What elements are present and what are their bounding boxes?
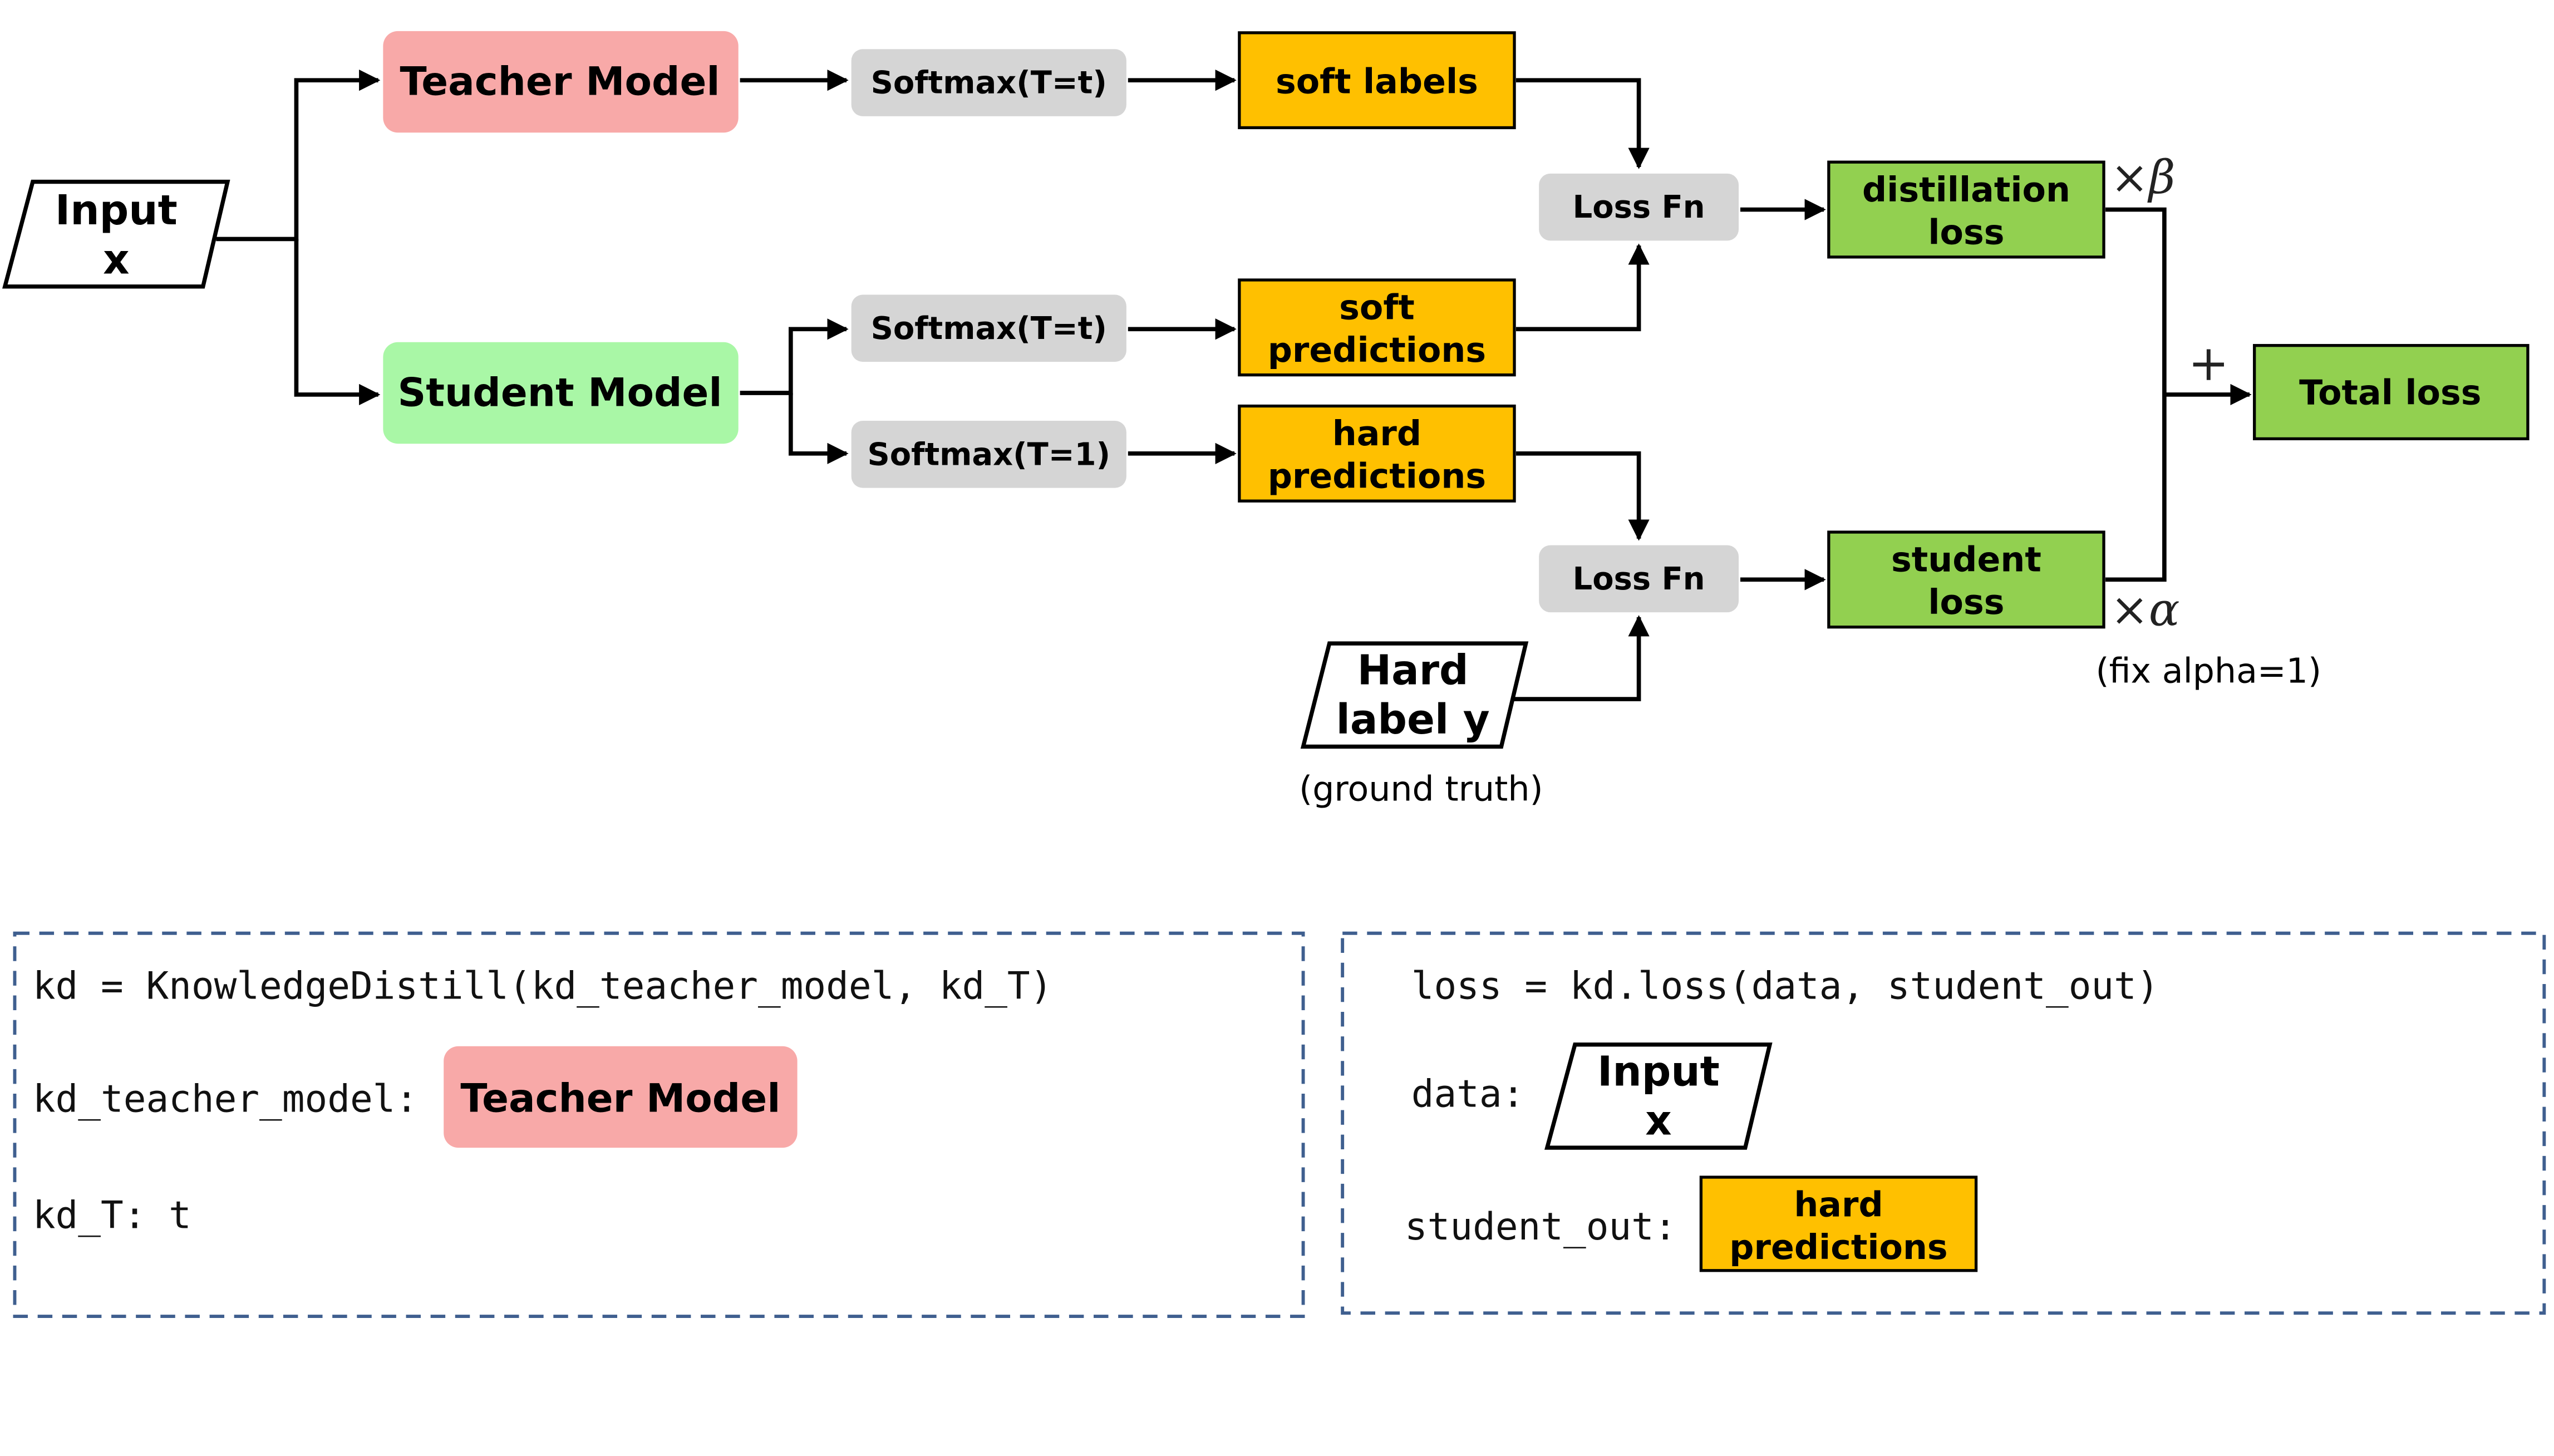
ground-truth-caption: (ground truth) bbox=[1299, 769, 1543, 809]
distillation-loss-line1: distillation bbox=[1862, 170, 2070, 210]
softmax-student-hard-label: Softmax(T=1) bbox=[868, 436, 1111, 473]
soft-labels-label: soft labels bbox=[1276, 62, 1478, 102]
input-x-node: Input x bbox=[2, 179, 230, 289]
hard-predictions-line2: predictions bbox=[1268, 456, 1486, 496]
distillation-loss-node: distillation loss bbox=[1827, 160, 2105, 259]
data-label: data: bbox=[1411, 1072, 1525, 1116]
kd-t-line: kd_T: t bbox=[33, 1193, 191, 1237]
times-alpha-label: ×α bbox=[2110, 584, 2180, 637]
loss-fn-bottom-label: Loss Fn bbox=[1573, 561, 1705, 597]
soft-labels-node: soft labels bbox=[1238, 31, 1516, 130]
total-loss-node: Total loss bbox=[2253, 344, 2530, 441]
data-box-line1: Input bbox=[1597, 1048, 1720, 1095]
student-out-box-line1: hard bbox=[1794, 1185, 1883, 1225]
kd-teacher-model-box: Teacher Model bbox=[460, 1075, 780, 1121]
input-x-line1: Input bbox=[55, 187, 178, 234]
loss-fn-top-label: Loss Fn bbox=[1573, 189, 1705, 225]
student-out-label: student_out: bbox=[1405, 1204, 1677, 1248]
softmax-teacher-label: Softmax(T=t) bbox=[871, 65, 1107, 101]
hard-label-y-node: Hard label y bbox=[1300, 641, 1529, 749]
soft-predictions-line1: soft bbox=[1339, 288, 1415, 328]
soft-predictions-node: soft predictions bbox=[1238, 278, 1516, 377]
total-loss-label: Total loss bbox=[2299, 373, 2481, 413]
teacher-model-node: Teacher Model bbox=[383, 31, 739, 133]
times-beta-label: ×β bbox=[2110, 151, 2176, 204]
teacher-model-label: Teacher Model bbox=[400, 58, 720, 105]
softmax-student-soft-node: Softmax(T=t) bbox=[851, 294, 1126, 362]
student-loss-line1: student bbox=[1891, 540, 2041, 580]
hard-label-line2: label y bbox=[1336, 696, 1490, 744]
hard-predictions-line1: hard bbox=[1332, 414, 1421, 454]
student-loss-line2: loss bbox=[1928, 582, 2004, 622]
kd-teacher-model-label: kd_teacher_model: bbox=[33, 1076, 418, 1120]
softmax-student-soft-label: Softmax(T=t) bbox=[871, 311, 1107, 347]
connectors bbox=[216, 70, 2252, 701]
loss-fn-top-node: Loss Fn bbox=[1539, 173, 1739, 241]
soft-predictions-line2: predictions bbox=[1268, 330, 1486, 370]
loss-fn-bottom-node: Loss Fn bbox=[1539, 545, 1739, 613]
code-panel-right: loss = kd.loss(data, student_out) data: … bbox=[1341, 931, 2546, 1315]
fix-alpha-caption: (fix alpha=1) bbox=[2096, 651, 2322, 691]
hard-predictions-node: hard predictions bbox=[1238, 404, 1516, 503]
kd-constructor-line: kd = KnowledgeDistill(kd_teacher_model, … bbox=[33, 963, 1053, 1007]
softmax-student-hard-node: Softmax(T=1) bbox=[851, 421, 1126, 488]
softmax-teacher-node: Softmax(T=t) bbox=[851, 49, 1126, 116]
hard-label-line1: Hard bbox=[1357, 647, 1469, 695]
loss-call-line: loss = kd.loss(data, student_out) bbox=[1411, 963, 2159, 1007]
student-loss-node: student loss bbox=[1827, 530, 2105, 629]
student-out-box-line2: predictions bbox=[1729, 1227, 1947, 1267]
data-box-line2: x bbox=[1645, 1098, 1671, 1145]
input-x-line2: x bbox=[103, 236, 129, 283]
plus-label: + bbox=[2188, 334, 2229, 391]
distillation-loss-line2: loss bbox=[1928, 212, 2004, 252]
student-model-node: Student Model bbox=[383, 342, 739, 444]
student-model-label: Student Model bbox=[397, 370, 722, 416]
code-panel-left: kd = KnowledgeDistill(kd_teacher_model, … bbox=[13, 931, 1305, 1319]
